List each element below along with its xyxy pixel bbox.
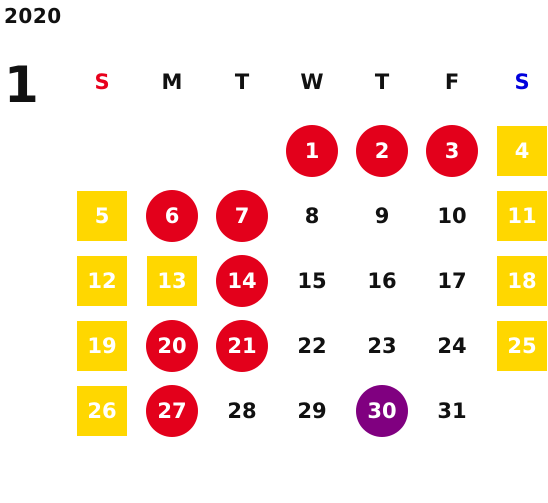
day-number: 26 <box>77 385 127 436</box>
day-cell-17[interactable]: 17 <box>417 248 487 313</box>
day-cell-10[interactable]: 10 <box>417 183 487 248</box>
day-cell-7[interactable]: 7 <box>207 183 277 248</box>
day-number: 25 <box>497 320 547 371</box>
weekday-header-6: S <box>514 70 530 94</box>
day-number: 12 <box>77 255 127 306</box>
weekday-header-3: W <box>300 70 324 94</box>
day-number: 15 <box>297 268 327 293</box>
day-cell-20[interactable]: 20 <box>137 313 207 378</box>
day-cell-12[interactable]: 12 <box>67 248 137 313</box>
weekday-header-4: T <box>374 70 390 94</box>
day-cell-9[interactable]: 9 <box>347 183 417 248</box>
day-number: 31 <box>437 398 467 423</box>
weekday-header-0: S <box>94 70 110 94</box>
day-number: 27 <box>146 384 198 437</box>
day-number: 29 <box>297 398 327 423</box>
day-number: 20 <box>146 319 198 372</box>
day-cell-16[interactable]: 16 <box>347 248 417 313</box>
day-number: 24 <box>437 333 467 358</box>
day-cell-6[interactable]: 6 <box>137 183 207 248</box>
year-label: 2020 <box>4 4 62 28</box>
day-cell-24[interactable]: 24 <box>417 313 487 378</box>
day-cell-2[interactable]: 2 <box>347 118 417 183</box>
day-number: 9 <box>374 203 390 228</box>
day-cell-4[interactable]: 4 <box>487 118 548 183</box>
day-number: 16 <box>367 268 397 293</box>
day-number: 10 <box>437 203 467 228</box>
day-number: 30 <box>356 384 408 437</box>
day-number: 3 <box>426 124 478 177</box>
month-number: 1 <box>4 56 39 114</box>
day-cell-25[interactable]: 25 <box>487 313 548 378</box>
day-number: 1 <box>286 124 338 177</box>
day-cell-22[interactable]: 22 <box>277 313 347 378</box>
day-cell-5[interactable]: 5 <box>67 183 137 248</box>
day-number: 7 <box>216 189 268 242</box>
weekday-header-2: T <box>234 70 250 94</box>
day-number: 6 <box>146 189 198 242</box>
day-cell-28[interactable]: 28 <box>207 378 277 443</box>
day-cell-13[interactable]: 13 <box>137 248 207 313</box>
day-number: 28 <box>227 398 257 423</box>
weekday-header-1: M <box>161 70 183 94</box>
day-number: 13 <box>147 255 197 306</box>
day-number: 21 <box>216 319 268 372</box>
day-cell-14[interactable]: 14 <box>207 248 277 313</box>
day-number: 2 <box>356 124 408 177</box>
day-number: 11 <box>497 190 547 241</box>
day-number: 19 <box>77 320 127 371</box>
day-cell-30[interactable]: 30 <box>347 378 417 443</box>
day-cell-26[interactable]: 26 <box>67 378 137 443</box>
day-number: 4 <box>497 125 547 176</box>
day-number: 23 <box>367 333 397 358</box>
day-cell-18[interactable]: 18 <box>487 248 548 313</box>
day-number: 5 <box>77 190 127 241</box>
day-cell-23[interactable]: 23 <box>347 313 417 378</box>
day-cell-29[interactable]: 29 <box>277 378 347 443</box>
day-cell-1[interactable]: 1 <box>277 118 347 183</box>
day-number: 18 <box>497 255 547 306</box>
day-cell-31[interactable]: 31 <box>417 378 487 443</box>
day-cell-27[interactable]: 27 <box>137 378 207 443</box>
day-number: 17 <box>437 268 467 293</box>
day-number: 8 <box>304 203 320 228</box>
day-number: 22 <box>297 333 327 358</box>
day-cell-21[interactable]: 21 <box>207 313 277 378</box>
day-cell-11[interactable]: 11 <box>487 183 548 248</box>
day-cell-3[interactable]: 3 <box>417 118 487 183</box>
day-cell-15[interactable]: 15 <box>277 248 347 313</box>
day-number: 14 <box>216 254 268 307</box>
weekday-header-5: F <box>444 70 460 94</box>
day-cell-19[interactable]: 19 <box>67 313 137 378</box>
day-cell-8[interactable]: 8 <box>277 183 347 248</box>
